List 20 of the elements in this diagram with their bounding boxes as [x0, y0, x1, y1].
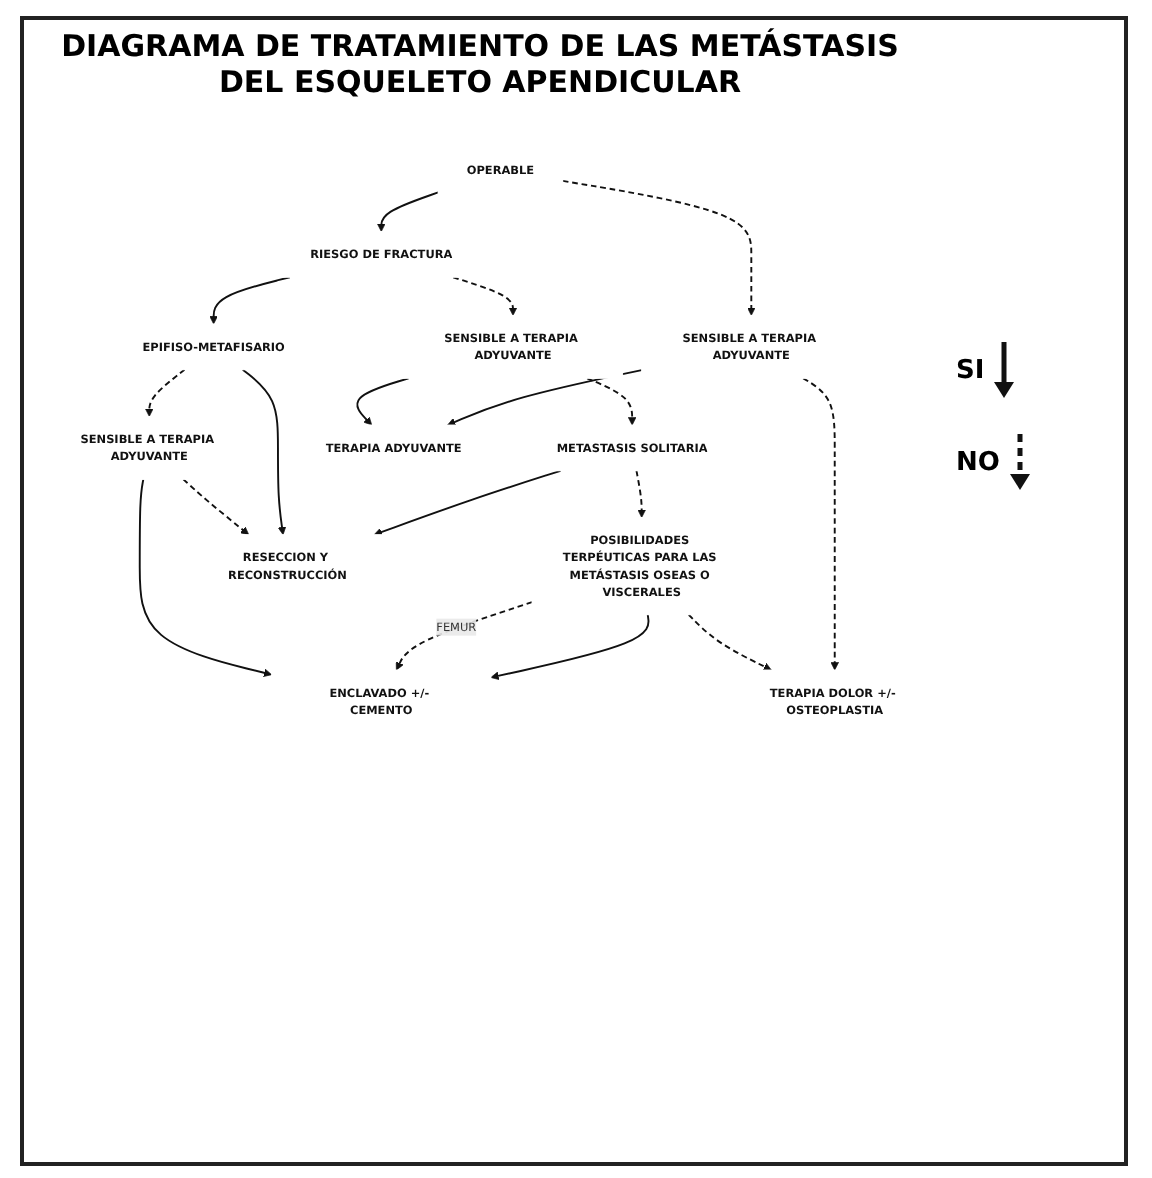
arrow — [241, 368, 287, 536]
arrow — [490, 613, 650, 680]
arrow — [182, 478, 250, 536]
arrow — [452, 276, 518, 316]
title: DIAGRAMA DE TRATAMIENTO DE LAS METÁSTASIS DEL ESQUELETO APENDICULAR — [59, 28, 901, 100]
legend-text: NO — [956, 447, 1000, 477]
arrow — [802, 377, 839, 671]
arrow — [687, 613, 772, 671]
arrow — [373, 469, 562, 536]
arrow — [395, 601, 533, 671]
arrow — [377, 191, 440, 232]
arrow — [356, 377, 410, 426]
legend-text: SI — [956, 355, 985, 385]
arrow — [635, 469, 646, 518]
arrow — [209, 276, 291, 325]
arrow — [145, 368, 186, 417]
arrow — [447, 369, 643, 426]
arrow — [586, 377, 637, 426]
arrow — [561, 179, 756, 316]
arrow — [138, 478, 273, 677]
